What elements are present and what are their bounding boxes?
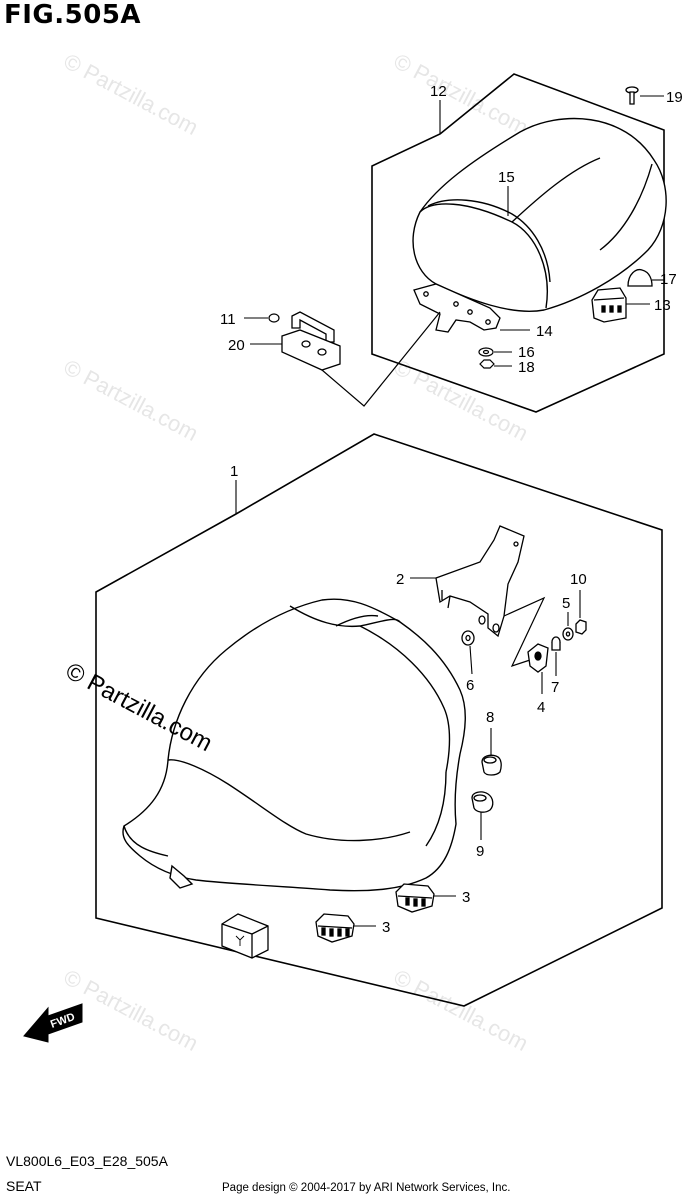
nut-10[interactable] [575,619,587,635]
collar-7[interactable] [551,636,561,651]
bolt-19[interactable] [625,86,639,105]
callout-17: 17 [660,271,677,288]
callout-20: 20 [228,337,245,354]
cushion-3-upper[interactable] [395,883,435,913]
washer-6[interactable] [461,630,475,646]
grab-bracket-20[interactable] [281,311,341,371]
callout-14: 14 [536,323,553,340]
nut-11[interactable] [268,313,280,323]
callout-3: 3 [382,919,390,936]
callout-8: 8 [486,709,494,726]
front-seat-bracket[interactable] [435,525,525,638]
page-credit: Page design © 2004-2017 by ARI Network S… [222,1182,511,1194]
callout-1: 1 [230,463,238,480]
callout-9: 9 [476,843,484,860]
nut-18[interactable] [479,359,495,369]
callout-12: 12 [430,83,447,100]
rear-seat-cushion-pad[interactable] [591,287,627,323]
callout-4: 4 [537,699,545,716]
cushion-9[interactable] [471,791,494,813]
rear-seat-group-outline [371,73,665,413]
washer-5[interactable] [562,627,574,641]
damper-4[interactable] [527,643,549,673]
callout-11: 11 [220,311,236,328]
label-box[interactable] [221,913,269,959]
callout-7: 7 [551,679,559,696]
callout-18: 18 [518,359,535,376]
cushion-8[interactable] [481,754,502,776]
front-seat-group-outline [95,433,663,1007]
watermark: © Partzilla.com [390,964,533,1056]
leader-bracket-to-4 [503,596,546,668]
callout-labels: 1 2 3 3 4 5 6 7 8 9 10 11 12 13 14 15 16… [220,83,683,936]
figure-code: VL800L6_E03_E28_505A [6,1153,168,1169]
watermark: © Partzilla.com [60,354,203,446]
washer-16[interactable] [478,347,494,357]
callout-2: 2 [396,571,404,588]
figure-caption: SEAT [6,1178,42,1194]
callout-6: 6 [466,677,474,694]
fwd-arrow: FWD [23,1003,83,1043]
front-seat[interactable] [122,598,466,892]
callout-15: 15 [498,169,515,186]
callout-19: 19 [666,89,683,106]
callout-16: 16 [518,344,535,361]
figure-title: FIG.505A [4,0,142,30]
watermark: © Partzilla.com [60,48,203,140]
cap-17[interactable] [627,268,653,287]
callout-10: 10 [570,571,587,588]
cushion-3-lower[interactable] [315,913,355,943]
rear-seat-bracket[interactable] [413,283,501,333]
callout-13: 13 [654,297,671,314]
callout-5: 5 [562,595,570,612]
leader-20-to-14 [321,311,441,407]
watermark: © Partzilla.com [390,48,533,140]
callout-3: 3 [462,889,470,906]
